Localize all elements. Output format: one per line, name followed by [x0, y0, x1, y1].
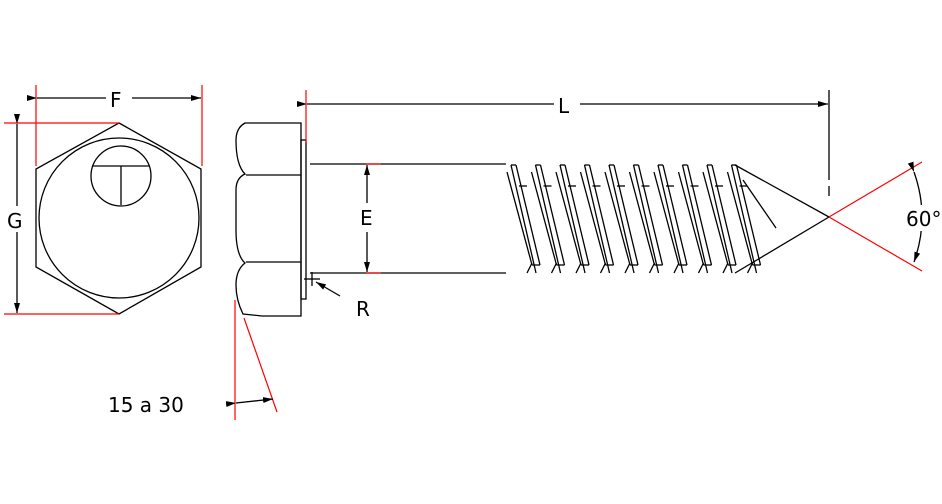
- thread-line: [657, 164, 684, 274]
- thread-line: [677, 171, 705, 266]
- hex-head-end-view: F G: [4, 85, 203, 315]
- thread-line: [599, 262, 607, 274]
- thread-line: [746, 262, 754, 274]
- head-angle-dimension: 15 a 30: [108, 300, 278, 420]
- thread-line: [730, 164, 758, 274]
- thread-line: [555, 171, 582, 266]
- label-E: E: [360, 206, 373, 230]
- point-tip: 60°: [734, 161, 942, 274]
- thread-line: [559, 164, 586, 274]
- thread-line: [608, 164, 635, 274]
- thread-line: [637, 164, 664, 266]
- label-R: R: [356, 297, 370, 321]
- thread-line: [539, 164, 566, 266]
- thread-line: [515, 164, 541, 266]
- thread-line: [588, 164, 615, 266]
- thread-line: [510, 164, 537, 274]
- logo-icon: [90, 145, 152, 207]
- label-head-angle: 15 a 30: [108, 393, 184, 417]
- thread-line: [550, 262, 558, 274]
- thread-line: [583, 164, 611, 274]
- thread-line: [564, 164, 590, 266]
- thread-line: [506, 171, 533, 266]
- thread-line: [530, 171, 558, 266]
- thread-line: [722, 262, 729, 274]
- thread-line: [662, 164, 688, 266]
- thread-line: [686, 164, 713, 266]
- thread-line: [726, 171, 754, 266]
- thread-line: [706, 164, 733, 274]
- thread-line: [624, 262, 631, 274]
- label-L: L: [558, 94, 570, 118]
- thread-line: [681, 164, 709, 274]
- thread-line: [735, 164, 762, 266]
- label-G: G: [7, 209, 23, 233]
- radius-leader: [315, 281, 341, 297]
- thread-line: [575, 262, 582, 274]
- thread-line: [632, 164, 660, 274]
- thread-line: [613, 164, 639, 266]
- label-angle: 60°: [906, 207, 941, 231]
- thread-line: [648, 262, 656, 274]
- label-F: F: [110, 88, 122, 112]
- thread-line: [673, 262, 680, 274]
- shank: E R: [304, 163, 506, 321]
- hex-head-side-view: [235, 90, 307, 317]
- thread-line: [534, 164, 562, 274]
- threads: [506, 164, 762, 274]
- thread-line: [702, 171, 729, 266]
- thread-line: [526, 262, 533, 274]
- thread-line: [604, 171, 631, 266]
- thread-line: [711, 164, 737, 266]
- thread-line: [697, 262, 705, 274]
- thread-line: [653, 171, 680, 266]
- thread-line: [579, 171, 607, 266]
- bearing-circle: [38, 137, 200, 299]
- thread-line: [628, 171, 656, 266]
